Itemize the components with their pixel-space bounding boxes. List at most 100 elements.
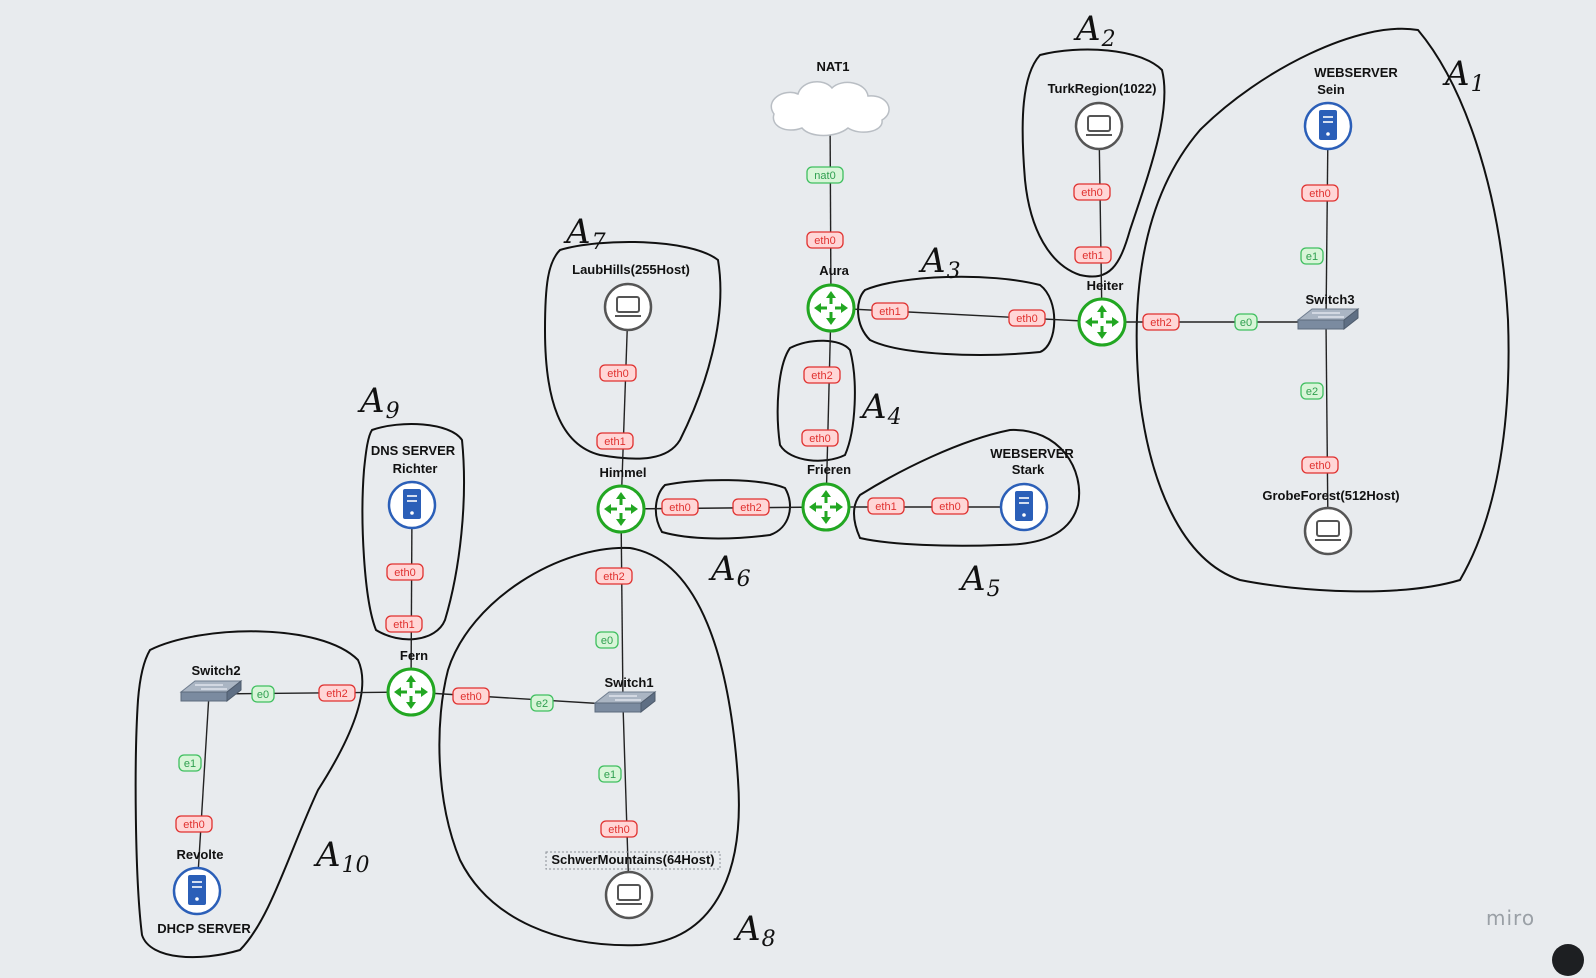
iface-himmel-switch1-eth2[interactable]: eth2 [595,567,633,585]
node-switch3[interactable]: Switch3 [1296,292,1360,331]
node-aura[interactable]: Aura [806,263,856,333]
server-icon [172,866,222,916]
iface-richter-fern-eth1[interactable]: eth1 [385,615,423,633]
switch-icon [1296,307,1360,331]
link-fern-switch1[interactable] [410,691,624,706]
iface-laub-himmel-eth0[interactable]: eth0 [599,364,637,382]
area-outline-a10 [134,630,364,959]
link-switch1-schwer[interactable] [622,704,630,896]
iface-switch3-grobe-e2[interactable]: e2 [1300,382,1324,400]
link-switch2-revolte[interactable] [196,693,210,892]
area-outline-a6 [654,479,791,540]
area-outline-a5 [853,428,1081,547]
monitor-icon [1303,506,1353,556]
iface-aura-heiter-eth0[interactable]: eth0 [1008,309,1046,327]
node-grobe[interactable]: GrobeForest(512Host) [1262,488,1400,556]
area-outlines [134,27,1510,959]
iface-label: e0 [1240,317,1252,329]
iface-sein-switch3-e1[interactable]: e1 [1300,247,1324,265]
iface-turk-heiter-eth0[interactable]: eth0 [1073,183,1111,201]
iface-label: eth2 [1150,317,1171,329]
iface-switch2-revolte-e1[interactable]: e1 [178,754,202,772]
link-himmel-frieren[interactable] [620,506,827,510]
iface-aura-frieren-eth2[interactable]: eth2 [803,366,841,384]
iface-label: eth0 [1081,187,1102,199]
iface-fern-switch1-eth0[interactable]: eth0 [452,687,490,705]
node-label-switch1: Switch1 [604,675,653,690]
iface-switch2-fern-eth2[interactable]: eth2 [318,684,356,702]
area-label-a9: A9 [357,381,400,424]
area-label-sub-a6: 6 [737,567,751,592]
iface-aura-heiter-eth1[interactable]: eth1 [871,302,909,320]
iface-label: eth0 [460,691,481,703]
iface-switch3-grobe-eth0[interactable]: eth0 [1301,456,1339,474]
node-label-grobe: GrobeForest(512Host) [1262,488,1399,503]
node-laub[interactable]: LaubHills(255Host) [572,262,690,332]
node-label-nat1: NAT1 [817,59,850,74]
iface-sein-switch3-eth0[interactable]: eth0 [1301,184,1339,202]
interface-labels: nat0 eth0 eth0 eth1 eth1 eth0 eth2 e0 eth0 e1 e2 et… [175,166,1339,838]
node-fern[interactable]: Fern [386,648,436,717]
area-label-a5: A5 [958,559,1001,602]
iface-switch1-schwer-e1[interactable]: e1 [598,765,622,783]
node-turk[interactable]: TurkRegion(1022) [1048,81,1157,151]
link-sein-switch3[interactable] [1325,125,1329,323]
link-switch3-grobe[interactable] [1325,321,1329,532]
link-aura-frieren[interactable] [825,307,832,508]
iface-label: eth1 [1082,250,1103,262]
router-icon [806,283,856,333]
node-nat1[interactable]: NAT1 [770,59,890,137]
link-switch2-fern[interactable] [208,691,412,695]
iface-label: eth0 [939,501,960,513]
iface-label: e0 [601,635,613,647]
iface-switch1-schwer-eth0[interactable]: eth0 [600,820,638,838]
link-nat1-aura[interactable] [829,105,832,309]
node-switch2[interactable]: Switch2 [179,663,243,703]
area-outline-a4 [776,339,856,462]
link-turk-heiter[interactable] [1098,125,1103,323]
iface-frieren-stark-eth0[interactable]: eth0 [931,497,969,515]
node-switch1[interactable]: Switch1 [593,675,657,714]
iface-switch2-revolte-eth0[interactable]: eth0 [175,815,213,833]
router-icon [596,484,646,534]
area-label-sub-a10: 10 [342,853,370,878]
iface-richter-fern-eth0[interactable]: eth0 [386,563,424,581]
iface-label: e2 [536,698,548,710]
area-outline-a3 [857,275,1056,356]
iface-label: eth0 [1309,460,1330,472]
iface-frieren-stark-eth1[interactable]: eth1 [867,497,905,515]
node-himmel[interactable]: Himmel [596,465,646,534]
area-label-a1: A1 [1442,54,1485,97]
iface-himmel-frieren-eth0[interactable]: eth0 [661,498,699,516]
iface-fern-switch1-e2[interactable]: e2 [530,694,554,712]
iface-laub-himmel-eth1[interactable]: eth1 [596,432,634,450]
iface-nat1-aura-eth0[interactable]: eth0 [806,231,844,249]
iface-himmel-switch1-e0[interactable]: e0 [595,631,619,649]
node-heiter[interactable]: Heiter [1077,278,1127,347]
area-outline-a1 [1135,27,1510,593]
iface-switch2-fern-e0[interactable]: e0 [251,685,275,703]
link-laub-himmel[interactable] [620,306,629,510]
router-icon [1077,297,1127,347]
iface-himmel-frieren-eth2[interactable]: eth2 [732,498,770,516]
area-label-a7: A7 [563,212,606,255]
node-schwer[interactable]: SchwerMountains(64Host) [545,851,721,920]
node-label-richter: DNS SERVER [371,443,456,458]
node-frieren[interactable]: Frieren [801,462,851,532]
iface-label: e1 [184,758,196,770]
iface-heiter-switch3-eth2[interactable]: eth2 [1142,313,1180,331]
area-label-sub-a1: 1 [1471,72,1485,97]
iface-nat1-aura-nat0[interactable]: nat0 [806,166,844,184]
router-icon [801,482,851,532]
iface-aura-frieren-eth0[interactable]: eth0 [801,429,839,447]
iface-heiter-switch3-e0[interactable]: e0 [1234,313,1258,331]
iface-label: eth2 [326,688,347,700]
link-richter-fern[interactable] [410,504,413,693]
iface-turk-heiter-eth1[interactable]: eth1 [1074,246,1112,264]
link-himmel-switch1[interactable] [620,508,624,706]
iface-label: eth0 [1309,188,1330,200]
